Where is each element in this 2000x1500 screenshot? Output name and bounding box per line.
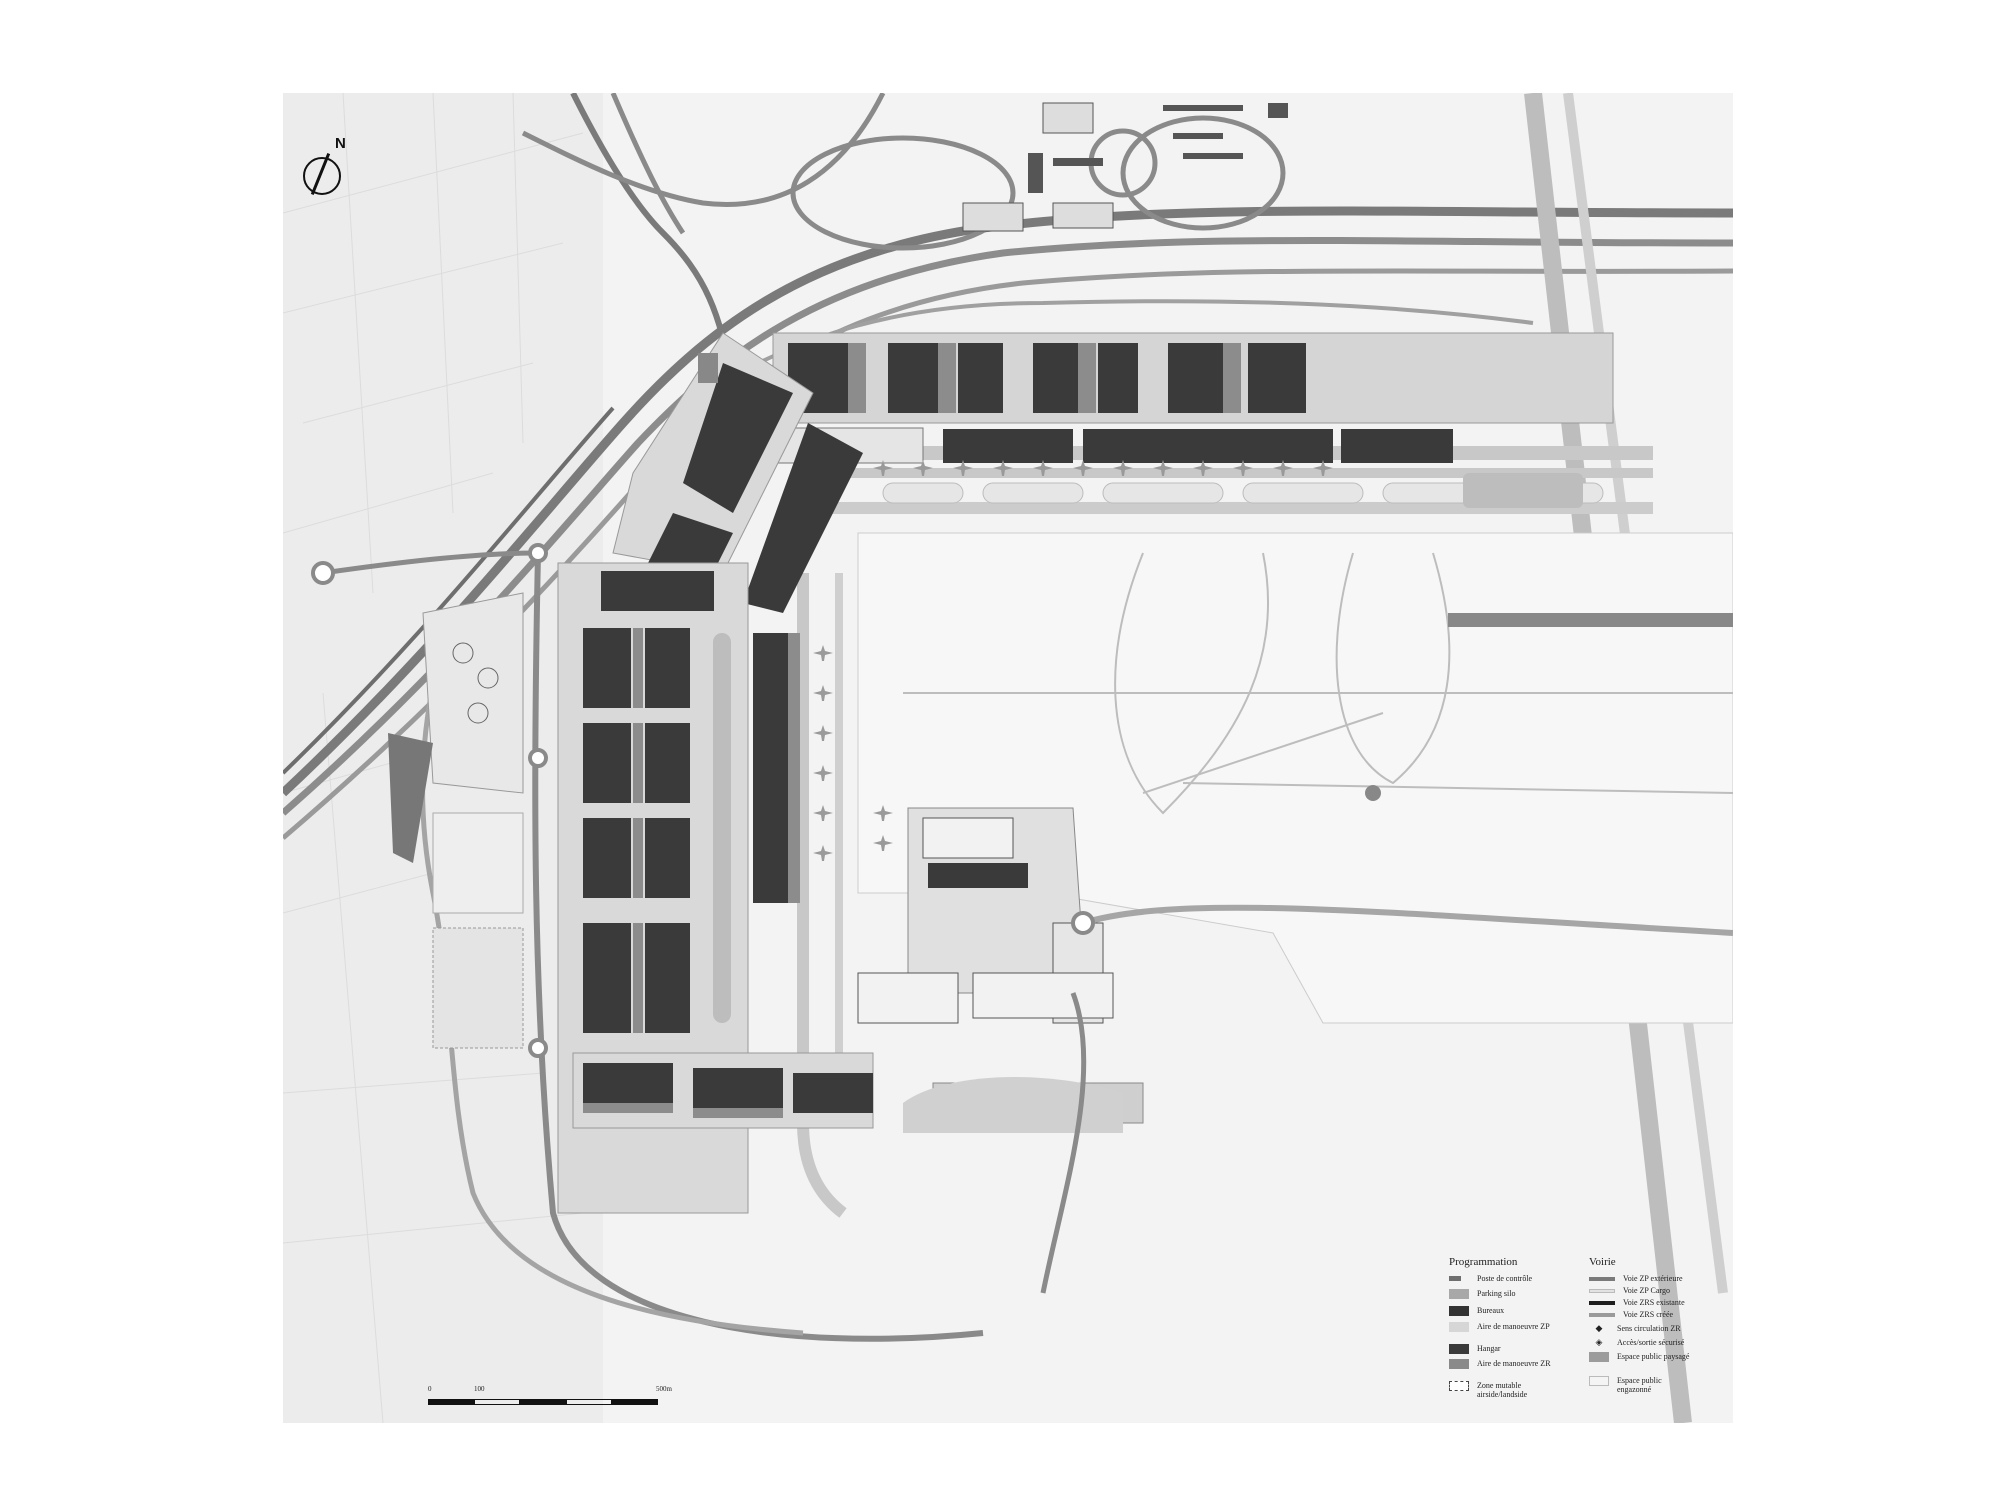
airfield-roundabout [1365, 785, 1381, 801]
legend-label: Poste de contrôle [1477, 1274, 1533, 1283]
legend-item-bureaux: Bureaux [1449, 1306, 1504, 1316]
legend-swatch [1589, 1376, 1609, 1386]
legend-swatch [1449, 1322, 1469, 1332]
scale-tick-500: 500m [656, 1385, 672, 1393]
legend-swatch [1449, 1344, 1469, 1354]
legend-item-espace-paysage: Espace public paysagé [1589, 1352, 1689, 1362]
legend-item-voie-zp-ext: Voie ZP extérieure [1589, 1274, 1683, 1284]
legend-label: Accès/sortie sécurisé [1617, 1338, 1685, 1347]
legend-swatch [1589, 1352, 1609, 1362]
legend-label: Espace public engazonné [1617, 1376, 1662, 1394]
urban-streets [283, 93, 584, 1423]
legend-swatch [1589, 1289, 1615, 1293]
legend-item-aire-zp: Aire de manoeuvre ZP [1449, 1322, 1550, 1332]
legend-item-espace-engazonne: Espace public engazonné [1589, 1376, 1692, 1394]
plan-drawing [283, 93, 1733, 1423]
secure-access-icon: ◈ [1595, 1337, 1603, 1347]
north-circle [303, 157, 341, 195]
legend-item-sens-circulation: ◆ Sens circulation ZR [1589, 1323, 1681, 1334]
scale-segment-2 [474, 1399, 520, 1405]
site-plan: N 0 100 500m Programmation Voirie Poste … [283, 93, 1733, 1423]
legend-label: Espace public paysagé [1617, 1352, 1690, 1361]
scale-tick-0: 0 [428, 1385, 432, 1393]
legend-swatch [1449, 1289, 1469, 1299]
legend-label: Aire de manoeuvre ZP [1477, 1322, 1550, 1331]
south-hangar-row [572, 1052, 874, 1129]
legend-swatch [1589, 1277, 1615, 1281]
legend-title-programmation: Programmation [1449, 1256, 1518, 1268]
legend-swatch [1449, 1276, 1461, 1281]
legend-item-voie-zp-cargo: Voie ZP Cargo [1589, 1286, 1670, 1296]
legend-swatch [1449, 1359, 1469, 1369]
legend-item-hangar: Hangar [1449, 1344, 1501, 1354]
legend-item-voie-zrs-creee: Voie ZRS créée [1589, 1310, 1673, 1320]
legend-label: Sens circulation ZR [1617, 1324, 1681, 1333]
aircraft-parking [813, 460, 1333, 861]
legend-label: Zone mutable airside/landside [1477, 1381, 1528, 1399]
top-buildings [962, 102, 1288, 232]
legend-title-voirie: Voirie [1589, 1256, 1616, 1268]
legend-swatch [1589, 1301, 1615, 1305]
north-arrow: N [297, 135, 357, 205]
legend-item-parking: Parking silo [1449, 1289, 1515, 1299]
legend-item-acces-securise: ◈ Accès/sortie sécurisé [1589, 1337, 1685, 1348]
direction-arrow-icon: ◆ [1595, 1323, 1603, 1333]
runway-marker [1448, 613, 1733, 627]
legend-item-aire-zr: Aire de manoeuvre ZR [1449, 1359, 1551, 1369]
north-hangar-row [772, 332, 1614, 508]
highway-bundle [283, 93, 1733, 840]
legend-label: Voie ZRS créée [1623, 1310, 1674, 1319]
north-label: N [335, 135, 346, 152]
legend-item-zone-mutable: Zone mutable airside/landside [1449, 1381, 1552, 1399]
scale-segment-1 [428, 1399, 474, 1405]
west-parcels [388, 592, 524, 1049]
top-interchange [790, 115, 1286, 251]
legend-label: Bureaux [1477, 1306, 1505, 1315]
legend-label: Aire de manoeuvre ZR [1477, 1359, 1551, 1368]
legend-item-voie-zrs-existante: Voie ZRS existante [1589, 1298, 1685, 1308]
legend-swatch [1449, 1306, 1469, 1316]
legend-swatch [1589, 1313, 1615, 1317]
legend-label: Parking silo [1477, 1289, 1516, 1298]
scale-segment-5 [612, 1399, 658, 1405]
scale-segment-4 [566, 1399, 612, 1405]
legend-label: Voie ZP extérieure [1623, 1274, 1683, 1283]
west-diagonal-wing [612, 332, 863, 613]
legend: Programmation Voirie Poste de contrôle P… [1449, 1256, 1729, 1416]
legend-label: Voie ZP Cargo [1623, 1286, 1670, 1295]
legend-label: Hangar [1477, 1344, 1501, 1353]
scale-segment-3 [520, 1399, 566, 1405]
legend-swatch [1449, 1381, 1469, 1391]
legend-item-poste: Poste de contrôle [1449, 1274, 1532, 1283]
airfield [857, 532, 1733, 1024]
airfield-lines [903, 552, 1733, 815]
legend-label: Voie ZRS existante [1623, 1298, 1685, 1307]
southeast-cargo [857, 807, 1144, 1133]
scale-tick-100: 100 [474, 1385, 485, 1393]
